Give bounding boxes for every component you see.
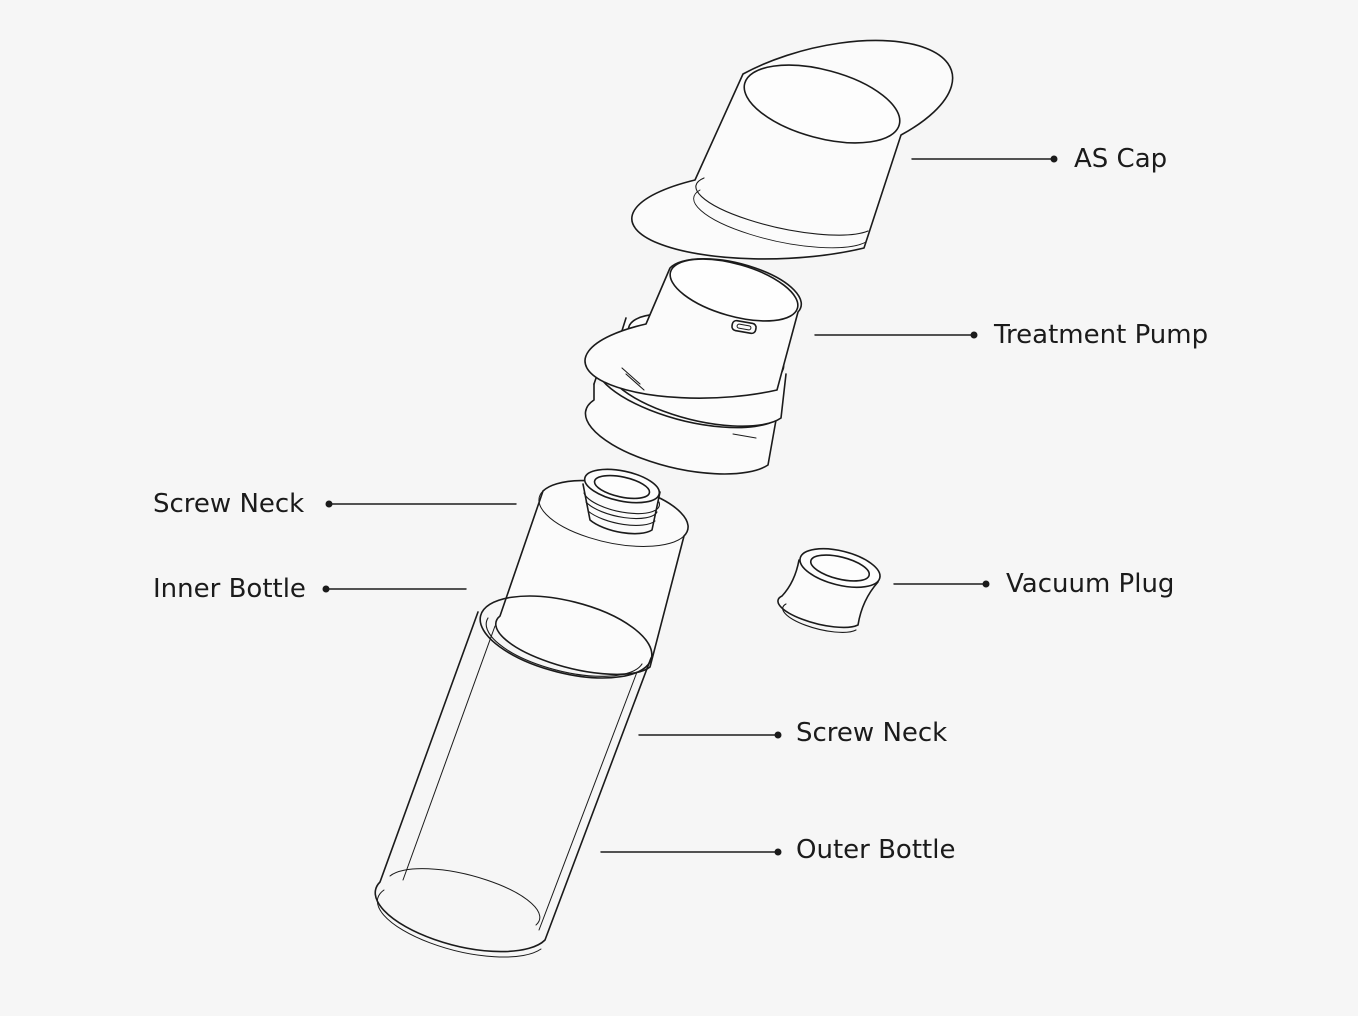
treatment-pump-drawing (584, 257, 803, 475)
leader-lines (322, 155, 1058, 856)
label-outer-bottle: Outer Bottle (796, 835, 956, 865)
as-cap-drawing (630, 39, 954, 260)
label-screw-neck-outer: Screw Neck (796, 718, 948, 748)
label-vacuum-plug: Vacuum Plug (1006, 569, 1175, 599)
vacuum-plug-drawing (777, 547, 881, 633)
label-treatment-pump: Treatment Pump (994, 320, 1209, 350)
label-as-cap: AS Cap (1074, 144, 1168, 174)
label-screw-neck-inner: Screw Neck (153, 489, 305, 519)
label-inner-bottle: Inner Bottle (153, 574, 306, 604)
outer-bottle-drawing (374, 595, 653, 958)
inner-bottle-drawing (494, 468, 689, 676)
